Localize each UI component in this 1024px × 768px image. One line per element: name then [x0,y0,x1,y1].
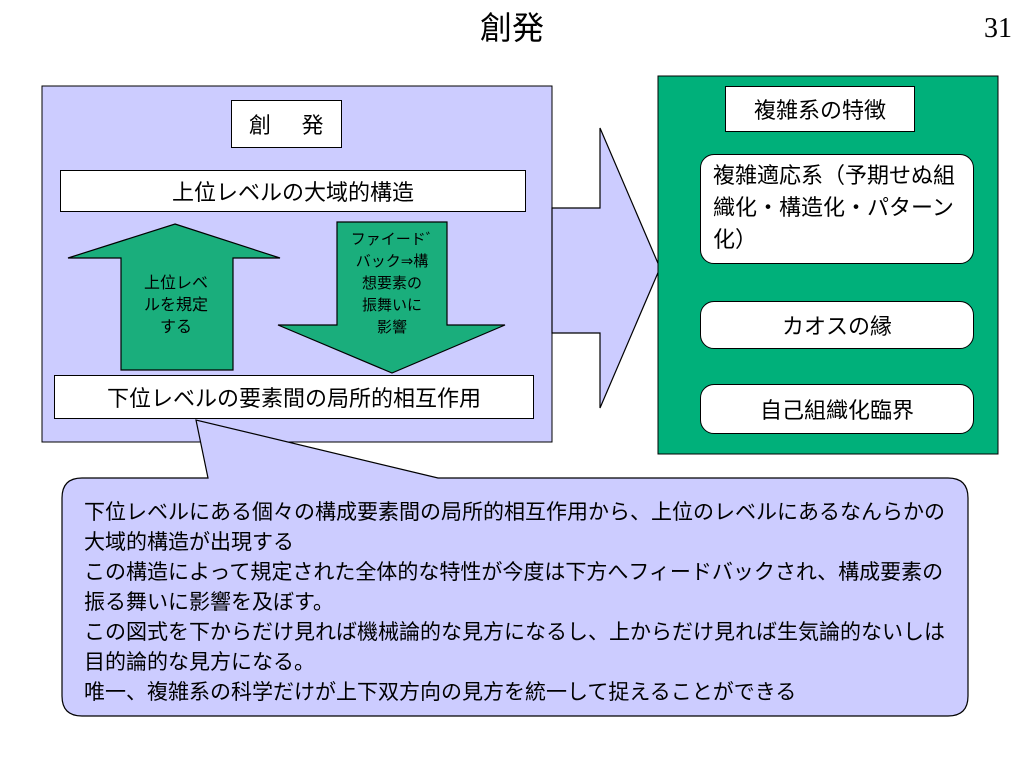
explanation-line: 下位レベルにある個々の構成要素間の局所的相互作用から、上位のレベルにあるなんらか… [84,500,945,554]
explanation-line: この構造によって規定された全体的な特性が今度は下方へフィードバックされ、構成要素… [84,560,944,614]
complex-systems-title: 複雑系の特徴 [725,86,915,132]
page-number: 31 [984,13,1012,44]
up-arrow-label: 上位レベ ルを規定 する [120,272,232,342]
up-arrow-line: する [159,317,192,336]
big-right-arrow [551,127,661,409]
explanation-callout [61,419,969,717]
down-arrow-line: 影響 [376,318,407,336]
explanation-text: 下位レベルにある個々の構成要素間の局所的相互作用から、上位のレベルにあるなんらか… [84,497,964,707]
emergence-label: 創 発 [231,100,342,148]
edge-of-chaos-box: カオスの縁 [700,301,974,349]
down-arrow-line: 振舞いに [361,296,422,314]
complex-adaptive-system-box: 複雑適応系（予期せぬ組織化・構造化・パターン化） [700,154,974,264]
down-arrow-line: ファイードﾞ [350,230,434,248]
down-arrow [277,221,506,374]
down-arrow-label: ファイードﾞ バック⇒構 想要素の 振舞いに 影響 [343,228,441,340]
up-arrow-line: ルを規定 [143,295,208,314]
down-arrow-line: バック⇒構 [355,252,429,270]
upper-level-box: 上位レベルの大域的構造 [60,170,526,212]
slide-title: 創発 [479,9,544,47]
down-arrow-line: 想要素の [361,274,422,292]
explanation-line: 唯一、複雑系の科学だけが上下双方向の見方を統一して捉えることができる [84,680,797,704]
up-arrow [67,223,281,371]
self-organized-criticality-box: 自己組織化臨界 [700,384,974,434]
lower-level-box: 下位レベルの要素間の局所的相互作用 [54,375,534,419]
up-arrow-line: 上位レベ [143,273,208,292]
explanation-line: この図式を下からだけ見れば機械論的な見方になるし、上からだけ見れば生気論的ないし… [84,620,945,674]
